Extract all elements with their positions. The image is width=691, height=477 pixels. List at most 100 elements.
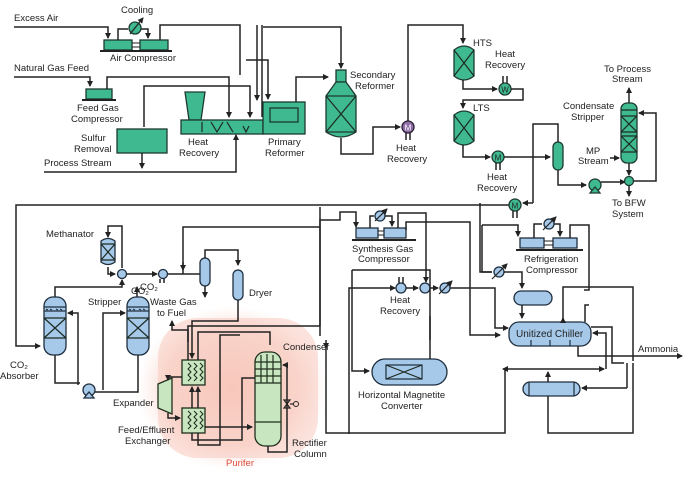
natural-gas-feed-label: Natural Gas Feed [14,63,89,74]
condensate-stripper: Condensate Stripper [563,101,638,164]
sulfur-removal-label-2: Removal [74,144,112,155]
horizontal-magnetite-converter-label-1: Horizontal Magnetite [358,390,445,401]
waste-gas-label-1: Waste Gas [150,297,197,308]
excess-air-stream: Excess Air [14,13,111,39]
cooling-exchanger: Cooling [117,5,153,40]
excess-air-label: Excess Air [14,13,58,24]
co2-stripper [126,296,150,356]
rectifier-column: Condenser Rectifier Column [254,342,329,460]
synthesis-mixer [157,268,169,280]
feed-effluent-label-1: Feed/Effluent [118,425,175,436]
lts-label: LTS [473,103,490,114]
natural-gas-feed-stream: Natural Gas Feed [14,63,93,87]
heat-recovery-3: W Heat Recovery [485,49,525,96]
secondary-reformer-label-2: Reformer [355,81,395,92]
co2-stripper-label-2: Stripper [88,297,121,308]
synthesis-gas-compressor-label-2: Compressor [358,254,410,265]
hts-reactor: HTS [453,38,492,81]
unitized-chiller-label: Unitized Chiller [516,329,584,340]
expander-label: Expander [113,398,154,409]
svg-text:M: M [405,124,412,133]
feed-gas-compressor-label-2: Compressor [71,114,123,125]
feed-gas-compressor: Feed Gas Compressor [71,88,123,125]
stripper-mixer [623,175,635,187]
feed-effluent-exchanger-bottom: Feed/Effluent Exchanger [118,407,206,447]
rectifier-column-label-1: Rectifier [292,438,327,449]
synthesis-gas-compressor: Synthesis Gas Compressor [352,227,416,265]
feed-effluent-exchanger-top [181,359,206,386]
dryer-label: Dryer [249,288,272,299]
to-process-stream-label-2: Stream [612,74,643,85]
refrigeration-compressor: Refrigeration Compressor [516,237,583,276]
to-bfw-label-2: System [612,209,644,220]
ammonia-flash-drum [522,381,581,397]
feed-effluent-label-2: Exchanger [125,436,170,447]
feed-gas-compressor-label-1: Feed Gas [77,103,119,114]
purifier-highlight-core [158,318,318,458]
refrigeration-compressor-label-2: Compressor [526,265,578,276]
heat-recovery-3-label-2: Recovery [485,60,525,71]
separator-drum [552,141,564,171]
heat-recovery-5-label-1: Heat [390,295,410,306]
horizontal-magnetite-converter-label-2: Converter [381,401,423,412]
knockout-drum [199,257,211,287]
purifier-label: Purifer [226,458,254,469]
rectifier-column-label-2: Column [294,449,327,460]
methanator-label: Methanator [46,229,94,240]
heat-recovery-2-label-1: Heat [396,143,416,154]
mp-stream-label-1: MP [586,146,600,157]
to-bfw-label-1: To BFW [612,198,646,209]
secondary-reformer: Secondary Reformer [325,69,396,138]
heat-recovery-4-label-1: Heat [487,172,507,183]
heat-recovery-5-icon [395,282,407,294]
primary-reformer-label-1: Primary [268,137,301,148]
heat-recovery-1-label-1: Heat [188,137,208,148]
refrigeration-compressor-label-1: Refrigeration [524,254,578,265]
svg-text:W: W [501,86,509,95]
ammonia-label: Ammonia [638,344,679,355]
secondary-reformer-label-1: Secondary [350,70,396,81]
co2-absorber-label-1: CO₂ [10,360,28,371]
control-valve [282,399,299,409]
heat-recovery-5-label-2: Recovery [380,306,420,317]
air-compressor: Air Compressor [100,39,176,64]
dryer: Dryer [232,269,272,301]
heat-recovery-2: M Heat Recovery [387,120,427,165]
condensate-pump [588,178,602,194]
heat-recovery-green-m: M [508,198,522,218]
refrigerant-receiver [513,290,553,306]
air-compressor-label: Air Compressor [110,53,176,64]
heat-recovery-1-label-2: Recovery [179,148,219,159]
horizontal-magnetite-converter: Horizontal Magnetite Converter [358,358,448,412]
waste-gas-label-2: to Fuel [157,308,186,319]
co2-stripper-label-1: CO₂ [131,286,149,297]
loop-mixer [419,282,431,294]
condensate-stripper-label-2: Stripper [571,112,604,123]
synthesis-gas-compressor-label-1: Synthesis Gas [352,244,413,255]
cooling-label: Cooling [121,5,153,16]
sulfur-removal-label-1: Sulfur [81,133,106,144]
condenser-label: Condenser [283,342,329,353]
stack-icon [184,91,206,121]
heat-recovery-4: M Heat Recovery [477,150,517,194]
heat-recovery-2-label-2: Recovery [387,154,427,165]
solvent-pump [82,383,96,399]
heat-recovery-4-label-2: Recovery [477,183,517,194]
primary-reformer: Primary Reformer [262,101,306,159]
hts-label: HTS [473,38,492,49]
svg-text:M: M [512,202,519,211]
methanator: Methanator [46,229,116,266]
heat-recovery-3-label-1: Heat [495,49,515,60]
primary-reformer-label-2: Reformer [265,148,305,159]
co2-vent-label: CO₂ [140,282,158,293]
methanator-mixer [116,268,128,280]
svg-text:M: M [495,154,502,163]
condensate-stripper-label-1: Condensate [563,101,614,112]
co2-absorber: CO₂ Absorber [0,296,67,382]
process-stream-label: Process Stream [44,158,112,169]
co2-absorber-label-2: Absorber [0,371,39,382]
sulfur-removal: Sulfur Removal [74,128,168,155]
mp-stream-label-2: Stream [578,156,609,167]
primary-reformer-convection: Heat Recovery [179,91,264,159]
